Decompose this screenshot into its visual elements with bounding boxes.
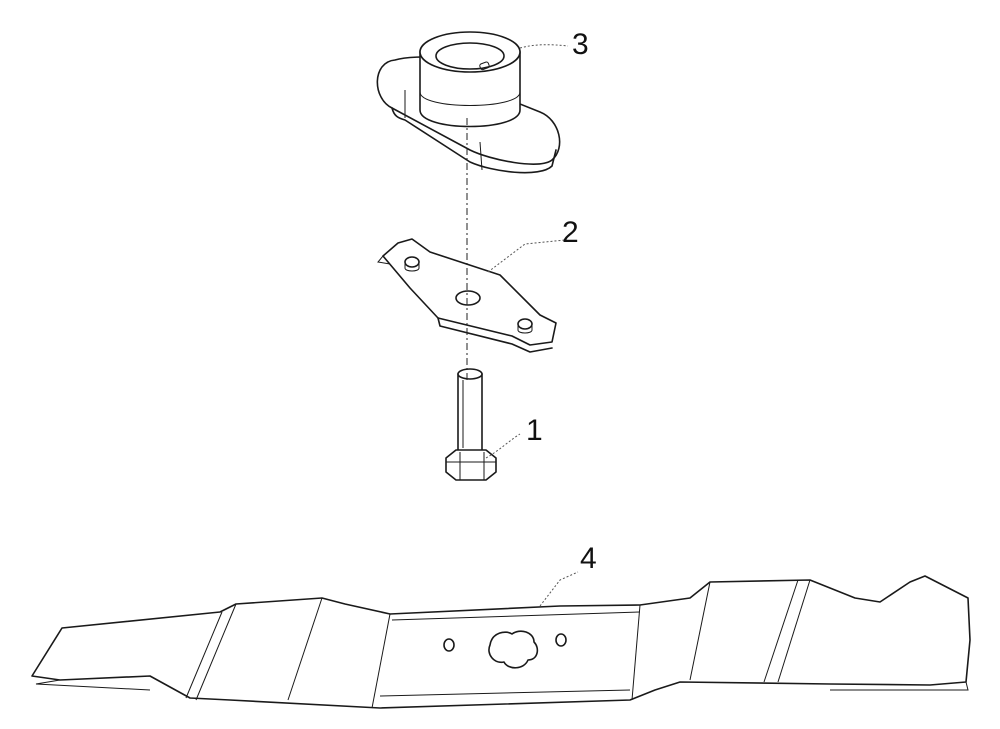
callout-3: 3 xyxy=(572,28,589,61)
leader-4 xyxy=(539,571,579,607)
callout-1: 1 xyxy=(526,414,543,447)
callout-2: 2 xyxy=(562,216,579,249)
leader-3 xyxy=(519,44,569,49)
part-3-blade-adapter xyxy=(376,31,561,174)
part-1-bolt xyxy=(445,368,497,481)
part-4-mower-blade xyxy=(31,575,971,709)
leader-2 xyxy=(487,239,566,273)
callout-4: 4 xyxy=(580,542,597,575)
part-2-plate xyxy=(377,238,557,353)
